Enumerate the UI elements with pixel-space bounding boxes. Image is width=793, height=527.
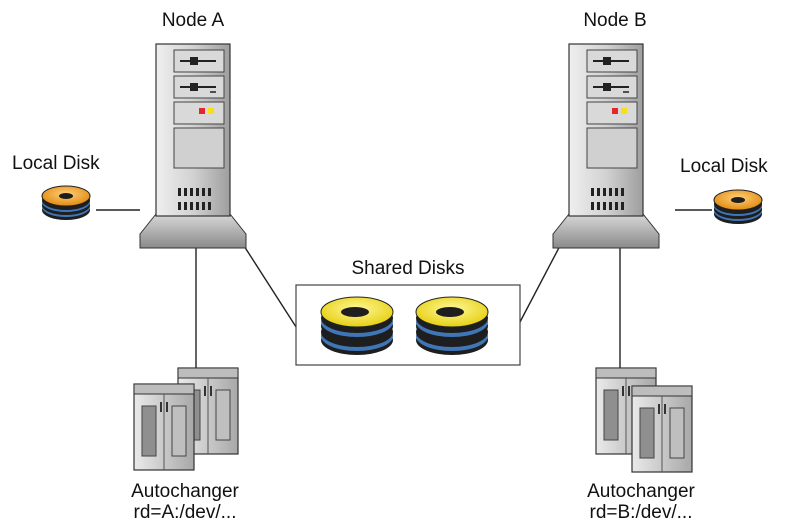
local-disk-b-icon bbox=[713, 189, 763, 225]
node-b-server-icon bbox=[552, 43, 660, 249]
autochanger-a-icon bbox=[133, 367, 239, 471]
shared-disks-label: Shared Disks bbox=[351, 258, 465, 279]
local-disk-a-label: Local Disk bbox=[12, 153, 100, 174]
autochanger-a-device: rd=A:/dev/... bbox=[133, 502, 237, 523]
local-disk-a-icon bbox=[41, 185, 91, 221]
shared-disk-2-icon bbox=[415, 296, 489, 356]
local-disk-b-label: Local Disk bbox=[680, 156, 768, 177]
node-a-server-icon bbox=[139, 43, 247, 249]
autochanger-b-icon bbox=[595, 367, 693, 473]
shared-disk-1-icon bbox=[320, 296, 394, 356]
node-b-label: Node B bbox=[583, 10, 647, 31]
autochanger-a-label: Autochanger bbox=[131, 481, 239, 502]
autochanger-b-label: Autochanger bbox=[587, 481, 695, 502]
autochanger-b-device: rd=B:/dev/... bbox=[589, 502, 693, 523]
node-a-label: Node A bbox=[161, 10, 225, 31]
